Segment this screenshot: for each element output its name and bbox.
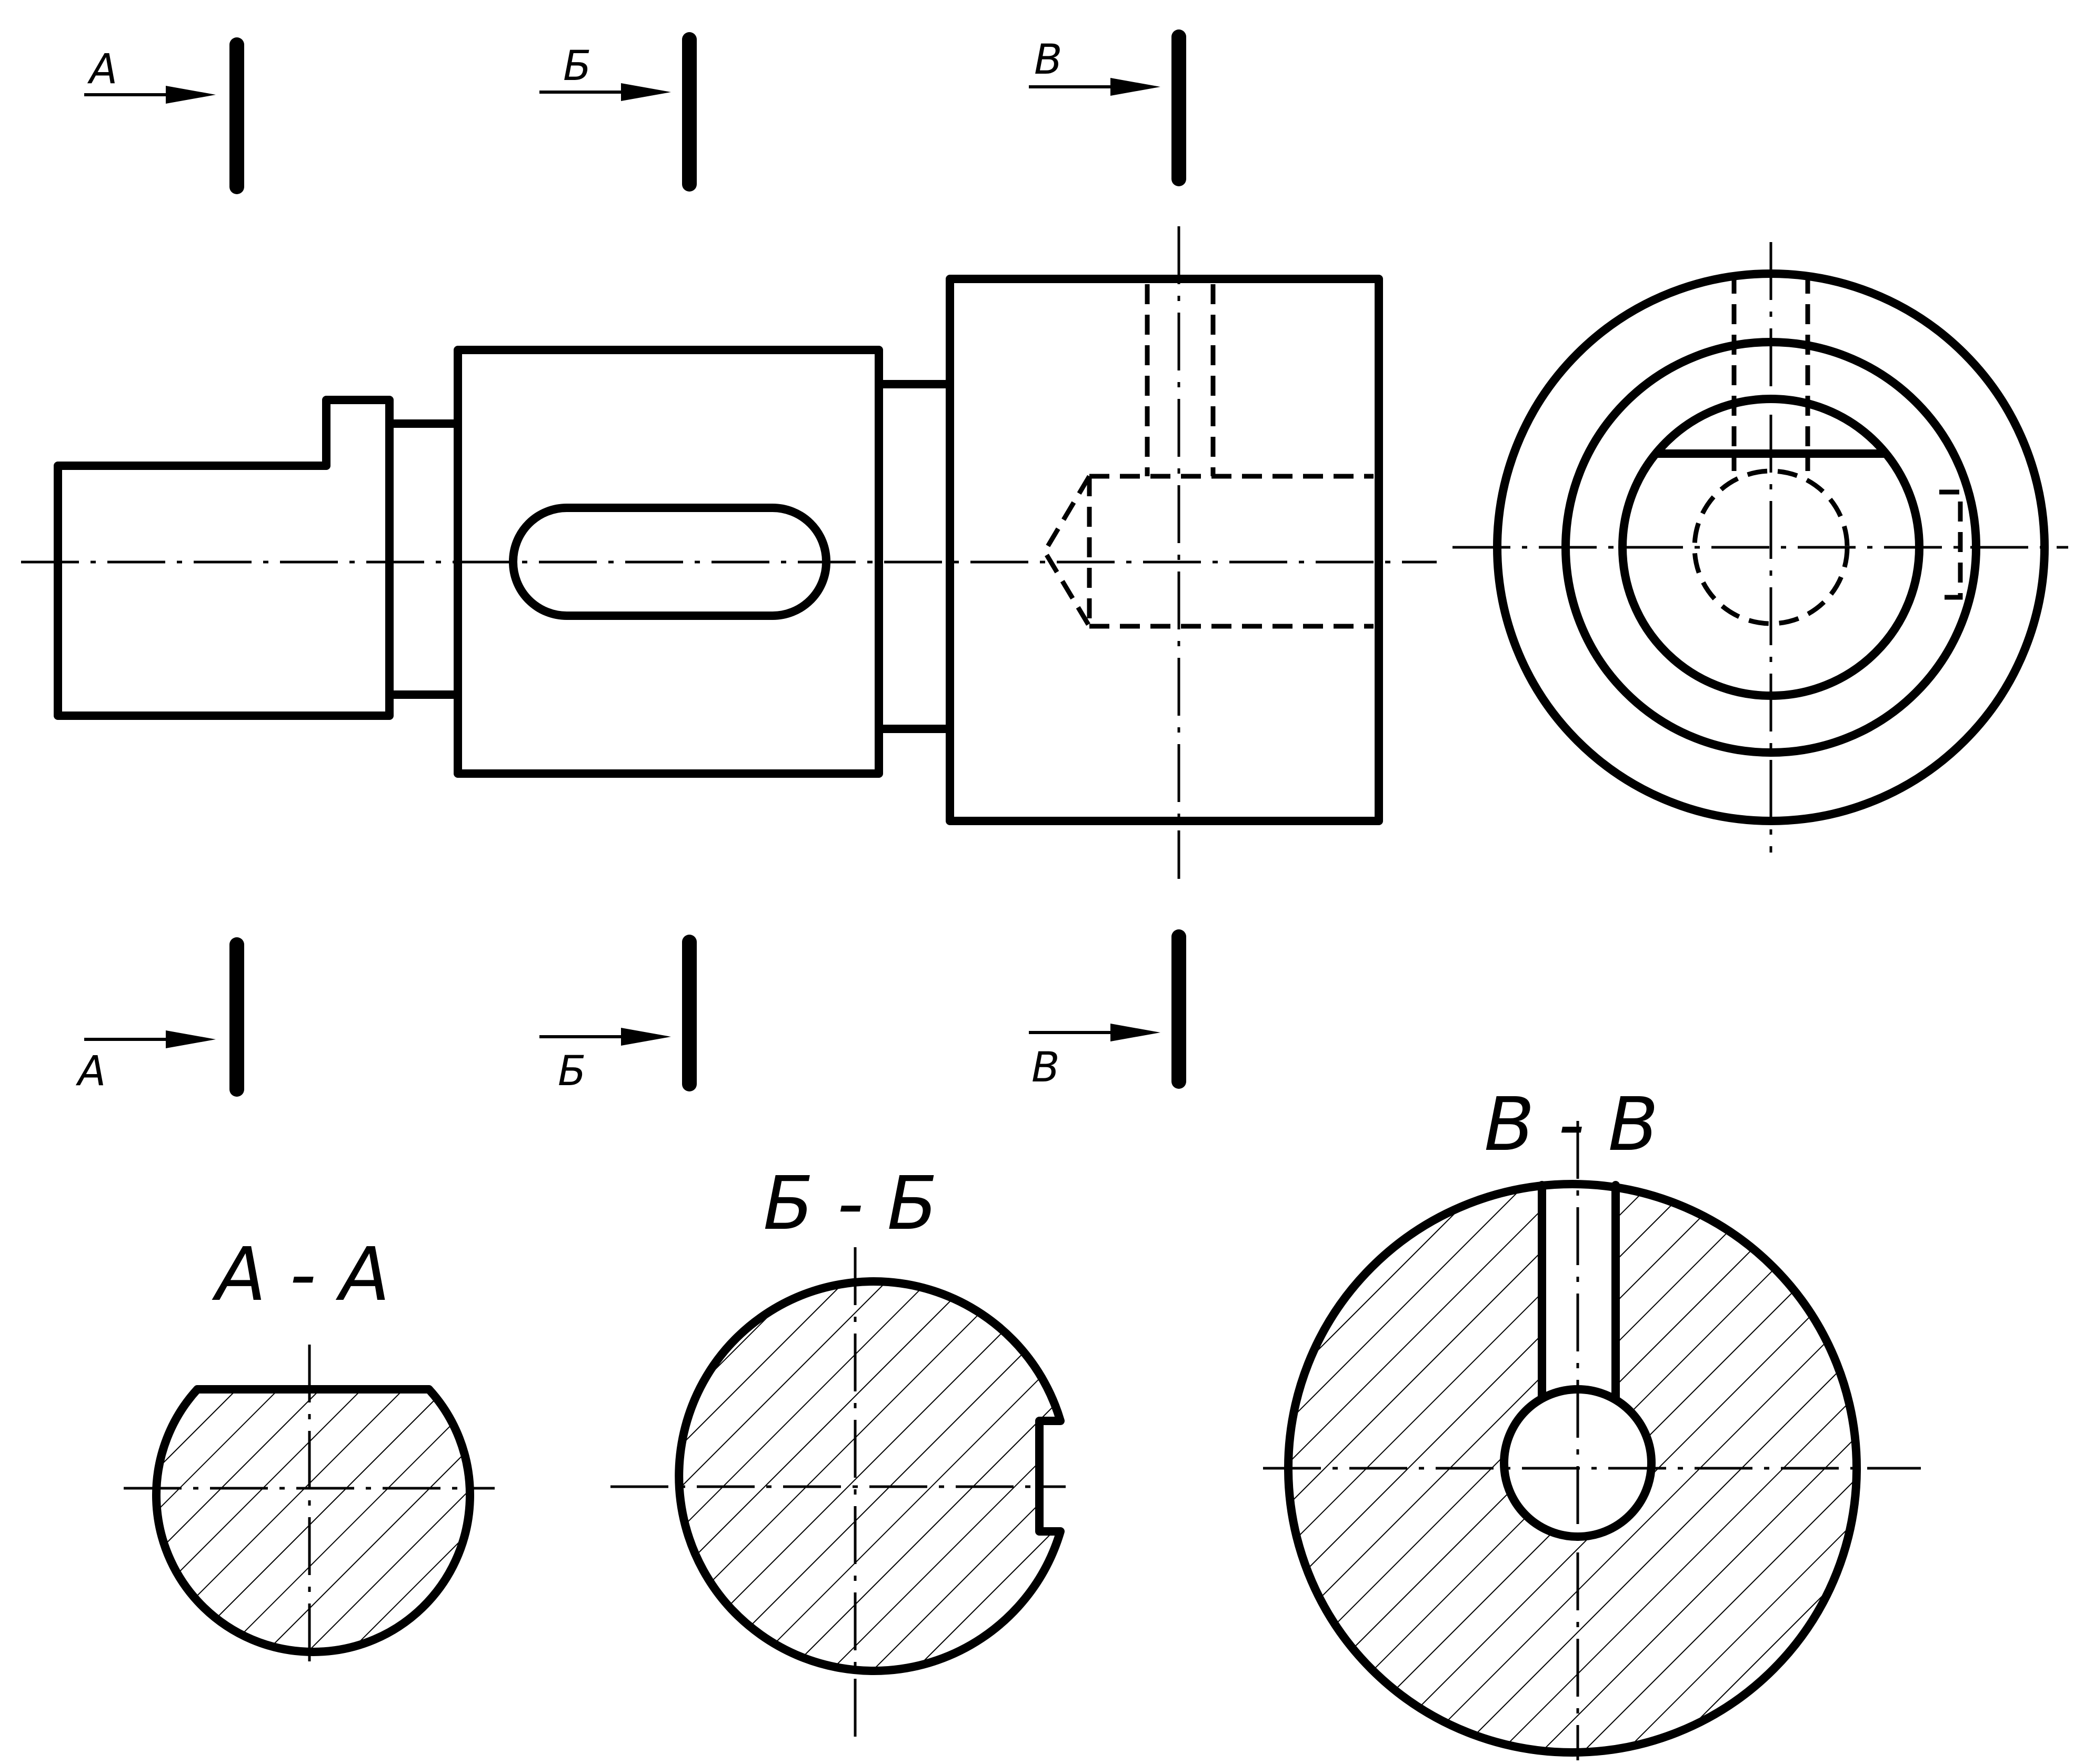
marker-label-a: А: [75, 1048, 106, 1095]
hidden-hole-lines: [1731, 274, 1810, 471]
marker-label-b: Б: [558, 1048, 586, 1095]
outer-circle: [1493, 269, 2049, 825]
marker-label-v: В: [1031, 1044, 1060, 1091]
keyway-slot: [509, 504, 830, 620]
marker-label-b: Б: [563, 43, 592, 90]
section-b-b: Б - Б: [610, 1161, 1066, 1745]
front-view: [21, 226, 1437, 879]
right-cylinder: [946, 275, 1383, 825]
section-a-a: А - А: [124, 1232, 495, 1668]
side-view: [1452, 242, 2068, 853]
section-title-b: Б - Б: [763, 1161, 938, 1247]
hidden-vertical-hole: [1145, 284, 1216, 476]
section-marker-a-bottom: А: [75, 937, 244, 1097]
section-marker-a-top: А: [84, 37, 244, 194]
middle-cylinder: [454, 346, 883, 778]
section-b-outline: [675, 1277, 1065, 1675]
section-marker-b-top: Б: [539, 32, 697, 192]
section-title-v: В - В: [1484, 1082, 1659, 1168]
hidden-bore-circle: [1692, 468, 1850, 626]
section-marker-b-bottom: Б: [539, 935, 697, 1095]
neck-2: [875, 380, 954, 733]
hidden-keyway: [1939, 489, 1963, 600]
section-marker-v-top: В: [1029, 29, 1186, 186]
hidden-axial-bore: [1087, 474, 1374, 629]
section-v-slot: [1538, 1181, 1620, 1401]
inner-circle: [1618, 395, 1923, 700]
left-cylinder: [54, 396, 394, 720]
neck-1: [385, 419, 462, 699]
hidden-drill-point: [1041, 475, 1091, 628]
section-v-v: В - В: [1263, 1082, 1921, 1760]
middle-circle: [1561, 338, 1980, 757]
marker-label-a: А: [87, 46, 117, 93]
section-title-a: А - А: [212, 1232, 390, 1318]
marker-label-v: В: [1034, 36, 1063, 84]
section-marker-v-bottom: В: [1029, 929, 1186, 1091]
